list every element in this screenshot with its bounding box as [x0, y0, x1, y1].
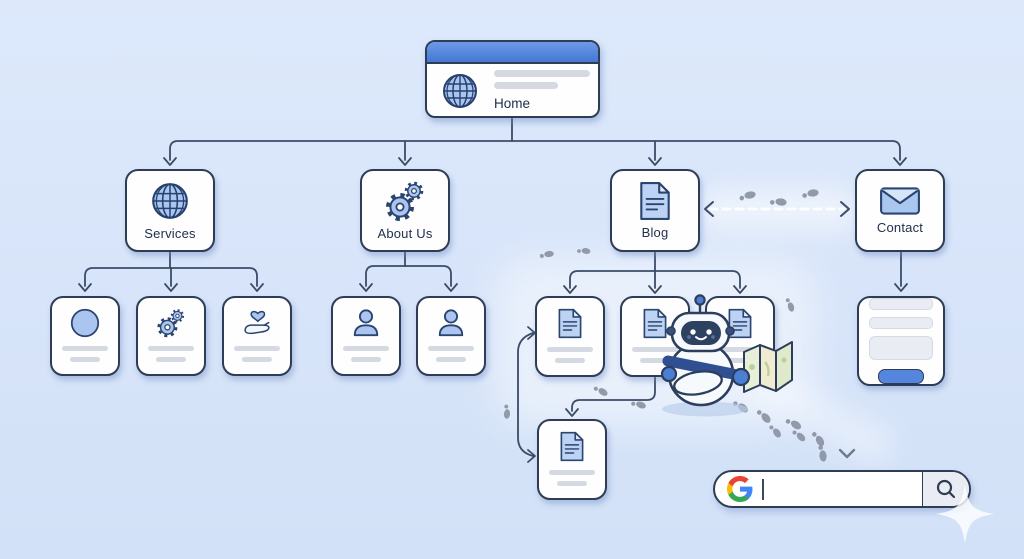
document-icon	[640, 182, 670, 220]
skeleton-line	[640, 358, 670, 363]
service-item-card[interactable]	[136, 296, 206, 376]
google-g-icon	[727, 476, 753, 502]
form-textarea-field[interactable]	[869, 336, 933, 360]
browser-titlebar	[427, 42, 598, 64]
circle-icon	[70, 308, 100, 338]
skeleton-line	[351, 357, 381, 362]
team-member-card[interactable]	[331, 296, 401, 376]
document-icon	[643, 308, 667, 339]
skeleton-line	[555, 358, 585, 363]
about-us-label: About Us	[377, 226, 433, 241]
skeleton-line	[557, 481, 587, 486]
hand-heart-icon	[244, 310, 270, 335]
search-input[interactable]	[770, 480, 922, 498]
service-item-card[interactable]	[222, 296, 292, 376]
blog-label: Blog	[641, 225, 669, 240]
contact-form-card[interactable]	[857, 296, 945, 386]
skeleton-line	[234, 346, 280, 351]
document-icon	[560, 431, 584, 462]
skeleton-line	[717, 347, 763, 352]
blog-post-card[interactable]	[537, 419, 607, 500]
services-label: Services	[144, 226, 196, 241]
form-submit-button[interactable]	[878, 369, 924, 384]
robot-face	[681, 321, 721, 345]
magnifier-icon	[936, 479, 956, 499]
gears-icon	[386, 181, 424, 221]
team-member-card[interactable]	[416, 296, 486, 376]
contact-card[interactable]: Contact	[855, 169, 945, 252]
skeleton-line	[725, 358, 755, 363]
globe-icon	[152, 183, 188, 219]
gears-icon	[157, 309, 185, 338]
blog-post-card[interactable]	[535, 296, 605, 377]
skeleton-line	[242, 357, 272, 362]
map-icon	[743, 341, 793, 393]
form-input-field[interactable]	[869, 298, 933, 310]
skeleton-line	[494, 82, 558, 89]
robot-mascot	[660, 294, 793, 417]
envelope-icon	[880, 187, 920, 215]
skeleton-line	[148, 346, 194, 351]
skeleton-line	[343, 346, 389, 351]
skeleton-line	[428, 346, 474, 351]
skeleton-line	[156, 357, 186, 362]
document-icon	[558, 308, 582, 339]
google-search-bar[interactable]	[713, 470, 971, 508]
contact-label: Contact	[876, 220, 924, 235]
service-item-card[interactable]	[50, 296, 120, 376]
person-icon	[438, 309, 464, 337]
blog-card[interactable]: Blog	[610, 169, 700, 252]
sparkle-star	[935, 484, 995, 544]
home-label: Home	[494, 96, 531, 111]
skeleton-line	[549, 470, 595, 475]
services-card[interactable]: Services	[125, 169, 215, 252]
skeleton-line	[494, 70, 590, 77]
skeleton-line	[632, 347, 678, 352]
trail-chevron-down-icon	[838, 448, 856, 459]
blog-contact-crosslink	[704, 201, 850, 217]
skeleton-line	[547, 347, 593, 352]
form-input-field[interactable]	[869, 317, 933, 329]
text-cursor	[762, 478, 764, 500]
globe-icon	[443, 73, 477, 108]
skeleton-line	[62, 346, 108, 351]
person-icon	[353, 309, 379, 337]
home-card[interactable]: Home	[425, 40, 600, 118]
skeleton-line	[436, 357, 466, 362]
skeleton-line	[70, 357, 100, 362]
about-us-card[interactable]: About Us	[360, 169, 450, 252]
